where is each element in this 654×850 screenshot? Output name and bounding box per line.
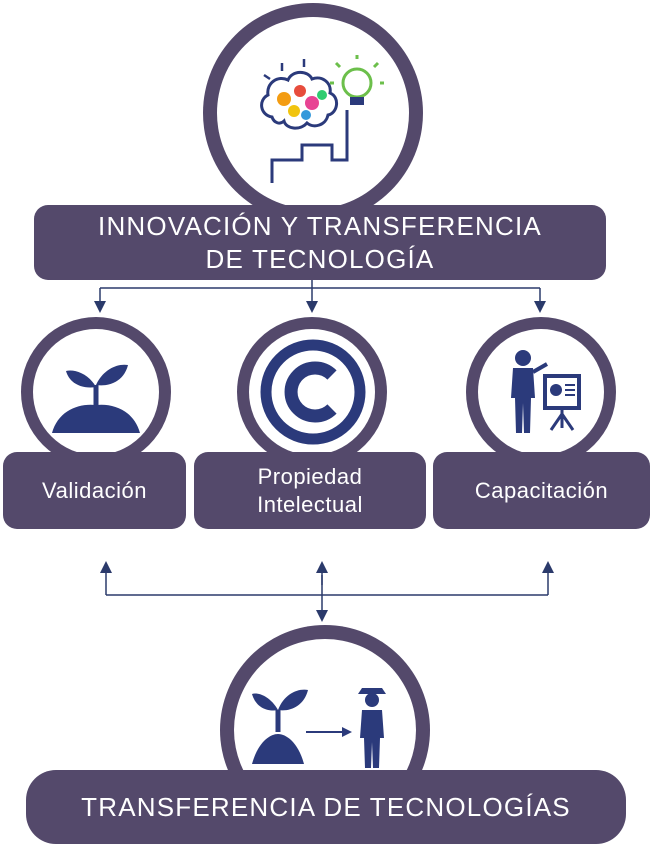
top-title-box: INNOVACIÓN Y TRANSFERENCIA DE TECNOLOGÍA [34,205,606,280]
bottom-title-box: TRANSFERENCIA DE TECNOLOGÍAS [26,770,626,844]
capacitacion-box: Capacitación [433,452,650,529]
top-circle [203,3,423,223]
top-title-line1: INNOVACIÓN Y TRANSFERENCIA [98,210,542,241]
capacitacion-circle [466,317,616,467]
brain-lightbulb-icon [260,55,384,183]
top-title-line2: DE TECNOLOGÍA [205,243,435,274]
bottom-title: TRANSFERENCIA DE TECNOLOGÍAS [81,791,571,822]
validacion-box: Validación [3,452,186,529]
seedling-icon [52,364,140,433]
propiedad-label-line1: Propiedad [257,463,363,489]
presenter-icon [511,350,581,433]
propiedad-box: Propiedad Intelectual [194,452,426,529]
copyright-icon [260,339,366,445]
plant-to-farmer-icon [252,688,386,768]
capacitacion-label: Capacitación [474,477,609,503]
validacion-label: Validación [42,477,147,503]
propiedad-label-line2: Intelectual [257,491,363,517]
